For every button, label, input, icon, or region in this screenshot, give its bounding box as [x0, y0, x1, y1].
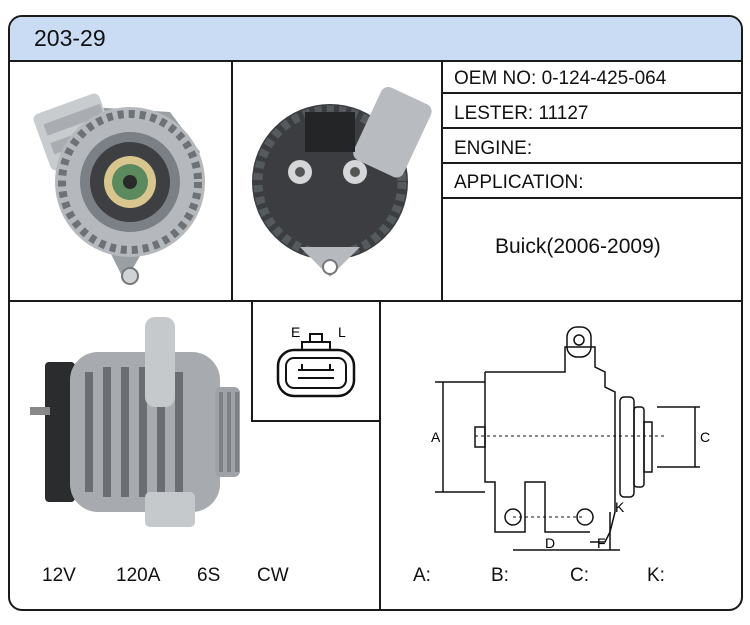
- connector-label-e: E: [291, 324, 300, 340]
- divider: [231, 60, 233, 300]
- diagram-label-c: C: [700, 429, 710, 445]
- diagram-label-f: F: [597, 535, 606, 551]
- diagram-label-d: D: [545, 535, 555, 551]
- dimension-k-label: K:: [647, 565, 665, 586]
- alternator-side-photo: [30, 317, 240, 527]
- dimension-b-label: B:: [491, 565, 509, 586]
- connector-label-l: L: [338, 324, 346, 340]
- oem-field: OEM NO: 0-124-425-064: [454, 68, 666, 90]
- application-field: APPLICATION:: [454, 172, 584, 194]
- spec-rotation: CW: [257, 565, 289, 586]
- dimension-c-label: C:: [570, 565, 589, 586]
- dimension-a-label: A:: [413, 565, 431, 586]
- spec-voltage: 12V: [42, 565, 76, 586]
- application-value: Buick(2006-2009): [495, 235, 661, 258]
- alternator-front-photo: [33, 93, 205, 285]
- dimension-b: B:: [491, 565, 509, 587]
- divider: [251, 420, 379, 422]
- lester-field: LESTER: 11127: [454, 103, 589, 125]
- diagram-label-k: K: [615, 499, 625, 515]
- dimension-c: C:: [570, 565, 589, 587]
- dimension-diagram: A C K D F: [431, 326, 710, 551]
- oem-value: 0-124-425-064: [541, 68, 667, 89]
- spec-amperage: 120A: [116, 565, 161, 586]
- alternator-rear-photo: [252, 86, 432, 277]
- divider: [443, 127, 741, 129]
- divider: [443, 197, 741, 199]
- product-card: 203-29 OEM NO: 0-124-425-064 LESTER: 111…: [8, 15, 743, 611]
- oem-label: OEM NO:: [454, 68, 537, 89]
- engine-label: ENGINE:: [454, 138, 533, 159]
- divider: [441, 60, 443, 300]
- lester-label: LESTER:: [454, 103, 534, 124]
- divider: [443, 92, 741, 94]
- part-number: 203-29: [34, 25, 106, 51]
- divider: [379, 302, 381, 609]
- connector-diagram: E L: [276, 324, 356, 398]
- application-label: APPLICATION:: [454, 172, 584, 193]
- divider: [10, 300, 741, 302]
- header-bar: 203-29: [10, 17, 741, 62]
- diagram-label-a: A: [431, 429, 441, 445]
- divider: [443, 162, 741, 164]
- dimension-a: A:: [413, 565, 431, 587]
- lester-value: 11127: [538, 103, 589, 124]
- engine-field: ENGINE:: [454, 138, 532, 160]
- spec-pulley: 6S: [197, 565, 221, 586]
- dimension-k: K:: [647, 565, 665, 587]
- divider: [251, 302, 253, 422]
